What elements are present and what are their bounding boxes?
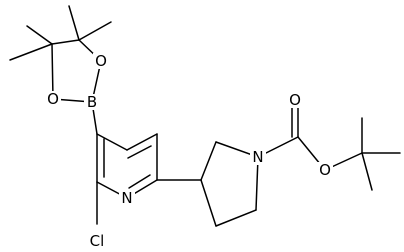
- double-bond-inner: [127, 145, 152, 159]
- oxygen-label: O: [319, 161, 331, 179]
- nitrogen-label: N: [252, 148, 263, 166]
- bond: [200, 141, 217, 181]
- bond: [78, 21, 112, 41]
- oxygen-label: O: [95, 52, 107, 70]
- bond: [26, 25, 53, 45]
- boron-label: B: [87, 93, 97, 111]
- bond: [200, 179, 217, 227]
- bond: [9, 43, 53, 61]
- double-bond-inner: [128, 174, 151, 189]
- pyrrolidine-ring: [156, 141, 259, 227]
- bond: [255, 156, 259, 211]
- oxygen-label: O: [289, 91, 301, 109]
- chlorine-label: Cl: [90, 232, 105, 250]
- bond: [215, 209, 257, 227]
- atom-labels: O O B N Cl N O O: [45, 52, 333, 250]
- oxygen-label: O: [47, 90, 59, 108]
- bond: [51, 43, 54, 100]
- bond: [68, 5, 80, 41]
- bond: [361, 152, 373, 191]
- nitrogen-label: N: [121, 189, 132, 207]
- bond: [96, 133, 128, 151]
- bond: [51, 39, 80, 45]
- bond: [126, 133, 158, 151]
